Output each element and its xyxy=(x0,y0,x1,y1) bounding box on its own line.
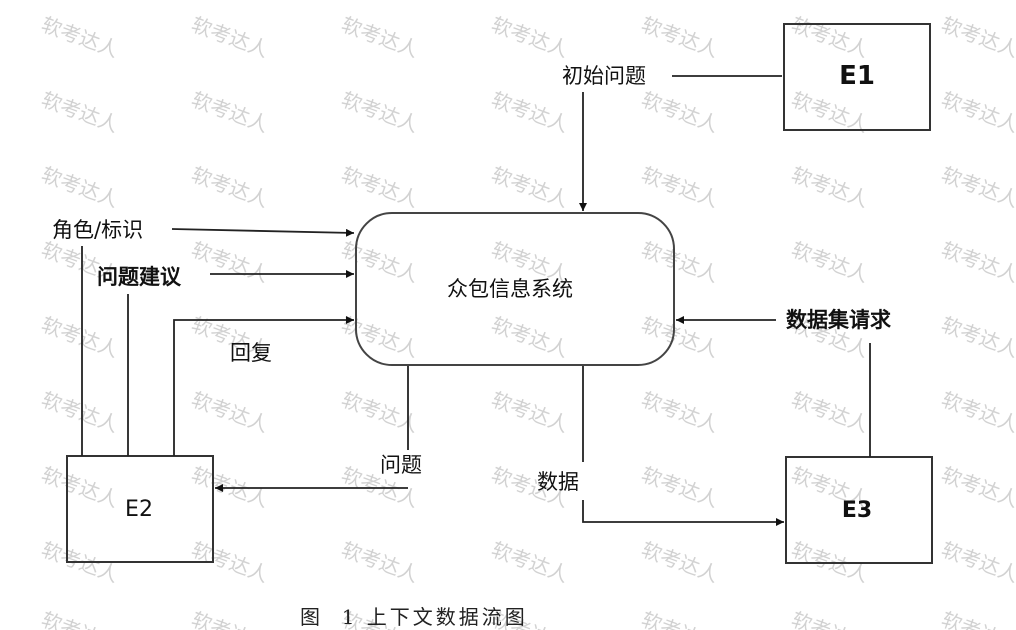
watermark-text: 软考达人 xyxy=(938,237,1016,287)
watermark-text: 软考达人 xyxy=(938,387,1016,437)
entity-e1-box xyxy=(783,23,931,131)
flow-reply-line xyxy=(173,316,354,456)
watermark-text: 软考达人 xyxy=(188,607,271,630)
watermark-text: 软考达人 xyxy=(188,87,271,137)
watermark-text: 软考达人 xyxy=(188,12,271,62)
watermark-text: 软考达人 xyxy=(638,387,721,437)
watermark-text: 软考达人 xyxy=(338,162,421,212)
entity-e3-label: E3 xyxy=(842,498,872,523)
watermark-text: 软考达人 xyxy=(38,12,121,62)
flow-role-id-line-h xyxy=(171,228,355,237)
flow-role-id-label: 角色/标识 xyxy=(52,218,143,242)
entity-e1-label: E1 xyxy=(839,61,875,91)
process-crowdsourcing-system: 众包信息系统 xyxy=(355,212,675,366)
watermark-text: 软考达人 xyxy=(338,537,421,587)
watermark-text: 软考达人 xyxy=(788,237,871,287)
entity-e1: E1 xyxy=(783,23,931,131)
watermark-text: 软考达人 xyxy=(338,87,421,137)
watermark-text: 软考达人 xyxy=(38,387,121,437)
flow-reply-label: 回复 xyxy=(230,341,272,365)
flow-problem-suggestion-label: 问题建议 xyxy=(97,265,182,289)
watermark-text: 软考达人 xyxy=(788,387,871,437)
process-label: 众包信息系统 xyxy=(447,277,573,301)
entity-e3: E3 xyxy=(785,456,933,564)
flow-role-id: 角色/标识 xyxy=(52,218,355,456)
flow-problem-suggestion: 问题建议 xyxy=(97,265,354,456)
watermark-text: 软考达人 xyxy=(338,387,421,437)
flow-data: 数据 xyxy=(537,366,784,526)
watermark-text: 软考达人 xyxy=(638,537,721,587)
watermark-text: 软考达人 xyxy=(488,537,571,587)
watermark-text: 软考达人 xyxy=(788,162,871,212)
watermark-text: 软考达人 xyxy=(488,387,571,437)
entity-e2-box xyxy=(66,455,214,563)
flow-data-label: 数据 xyxy=(537,470,579,494)
watermark-text: 软考达人 xyxy=(188,162,271,212)
process-box xyxy=(355,212,675,366)
watermark-text: 软考达人 xyxy=(488,87,571,137)
entity-e3-box xyxy=(785,456,933,564)
watermark-text: 软考达人 xyxy=(938,87,1016,137)
watermark-text: 软考达人 xyxy=(188,387,271,437)
watermark-text: 软考达人 xyxy=(488,312,571,362)
watermark-text: 软考达人 xyxy=(338,237,421,287)
watermark-text: 软考达人 xyxy=(38,607,121,630)
figure-caption: 图 1 上下文数据流图 xyxy=(300,605,528,629)
flow-problem: 问题 xyxy=(215,366,422,492)
flow-initial-problem-label: 初始问题 xyxy=(562,64,646,88)
flow-data-line-v2 xyxy=(582,500,784,526)
watermark-text: 软考达人 xyxy=(638,12,721,62)
watermark-text: 软考达人 xyxy=(788,607,871,630)
watermark-text: 软考达人 xyxy=(638,237,721,287)
watermark-text: 软考达人 xyxy=(38,462,121,512)
watermark-text: 软考达人 xyxy=(638,462,721,512)
watermark-text: 软考达人 xyxy=(638,607,721,630)
watermark-text: 软考达人 xyxy=(488,12,571,62)
watermark-text: 软考达人 xyxy=(938,312,1016,362)
watermark-text: 软考达人 xyxy=(938,162,1016,212)
watermark-text: 软考达人 xyxy=(338,12,421,62)
watermark-text: 软考达人 xyxy=(788,12,871,62)
flow-reply: 回复 xyxy=(173,316,354,456)
watermark-text: 软考达人 xyxy=(938,607,1016,630)
watermark-text: 软考达人 xyxy=(188,237,271,287)
watermark-text: 软考达人 xyxy=(488,162,571,212)
flow-dataset-request: 数据集请求 xyxy=(676,308,891,457)
flow-problem-label: 问题 xyxy=(380,453,422,477)
watermark-text: 软考达人 xyxy=(638,87,721,137)
watermark-text: 软考达人 xyxy=(638,162,721,212)
watermark-text: 软考达人 xyxy=(938,462,1016,512)
flow-dataset-request-label: 数据集请求 xyxy=(786,308,891,332)
entity-e2-label: E2 xyxy=(125,497,153,522)
watermark-text: 软考达人 xyxy=(38,162,121,212)
watermark-text: 软考达人 xyxy=(38,312,121,362)
watermark-text: 软考达人 xyxy=(938,537,1016,587)
entity-e2: E2 xyxy=(66,455,214,563)
flow-initial-problem: 初始问题 xyxy=(562,64,782,211)
watermark-text: 软考达人 xyxy=(38,87,121,137)
watermark-text: 软考达人 xyxy=(938,12,1016,62)
